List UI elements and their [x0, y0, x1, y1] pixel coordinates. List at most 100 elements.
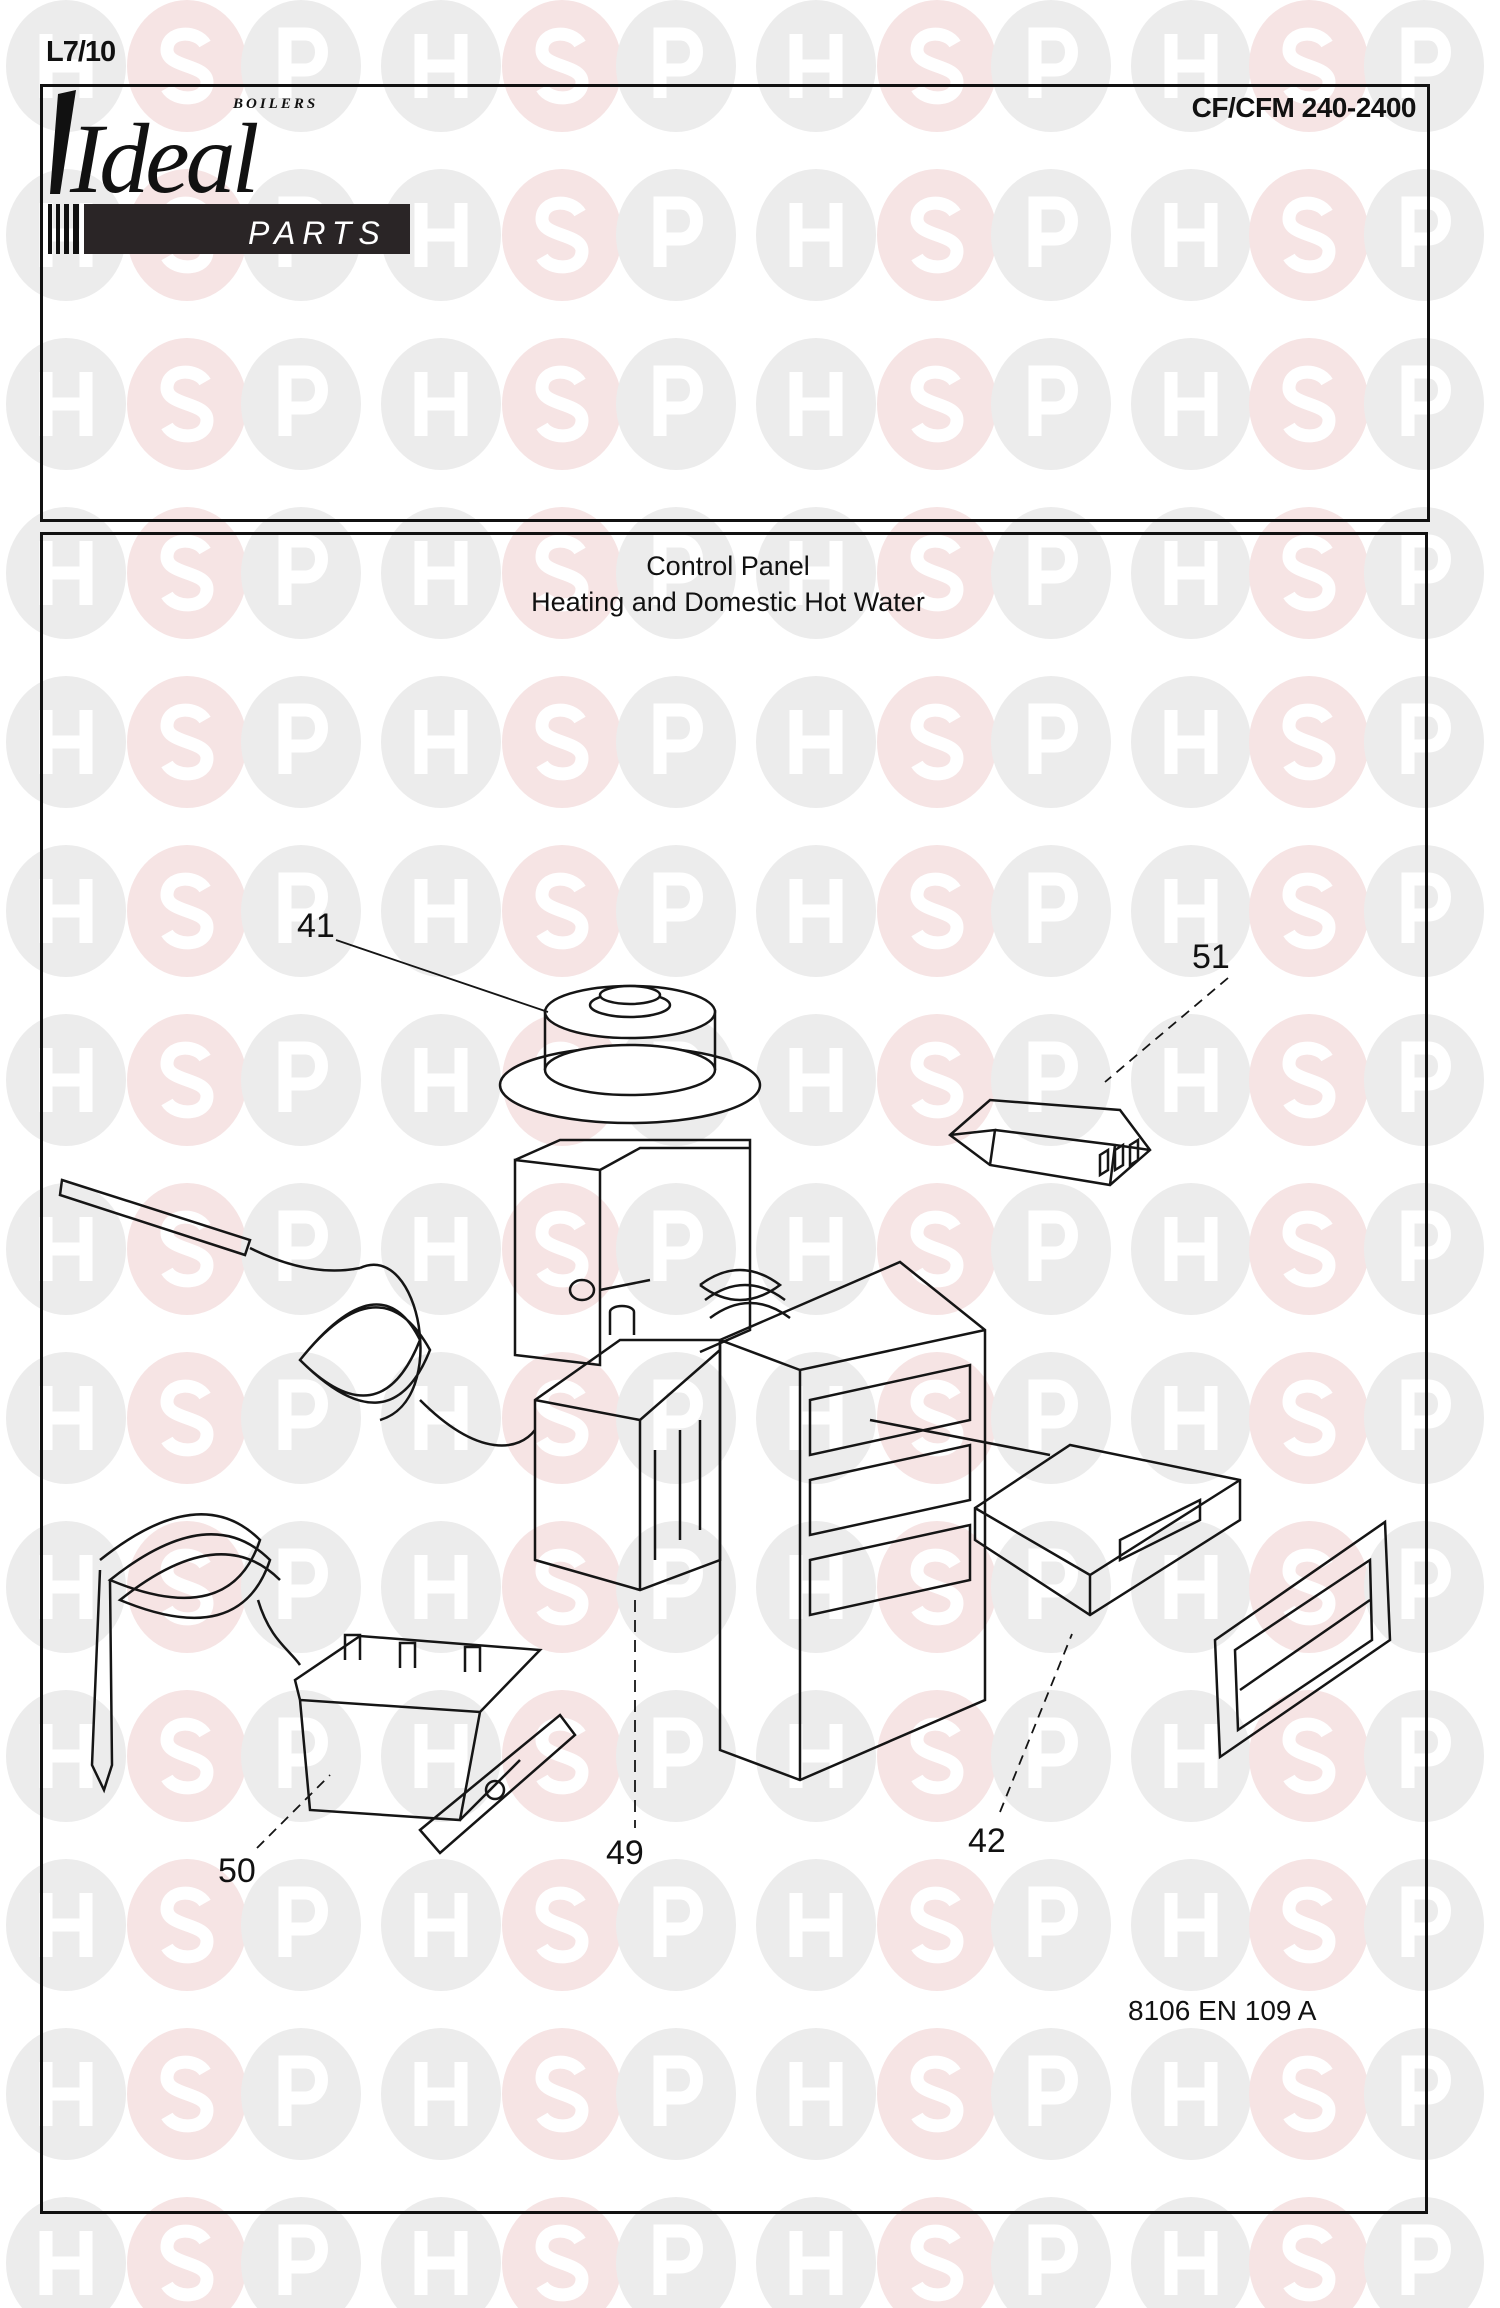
- watermark-letter-glyph: [1282, 872, 1336, 950]
- watermark-letter-glyph: [789, 1217, 843, 1281]
- watermark-letter-glyph: [39, 710, 93, 774]
- watermark-letter-glyph: [414, 2231, 468, 2295]
- watermark-letter-glyph: [1401, 872, 1451, 943]
- diagram-box: [40, 532, 1428, 2214]
- watermark-letter-glyph: [1282, 196, 1336, 274]
- part-50-thermostat: [90, 1513, 577, 1855]
- part-front-cabinet: [718, 1260, 1051, 1782]
- leader-lines: [256, 939, 1229, 1849]
- watermark-letter-glyph: [278, 365, 328, 436]
- watermark-letter-glyph: [653, 27, 703, 98]
- watermark-letter-glyph: [160, 534, 214, 612]
- watermark-letter-glyph: [653, 365, 703, 436]
- watermark-letter-glyph: [1028, 703, 1078, 774]
- watermark-letter-glyph: [278, 1548, 328, 1619]
- watermark-letter-glyph: [653, 703, 703, 774]
- watermark-letter-glyph: [789, 2062, 843, 2126]
- watermark-letter-glyph: [39, 541, 93, 605]
- drawing-number: 8106 EN 109 A: [1128, 1995, 1317, 2026]
- watermark-circle: [381, 2197, 501, 2308]
- watermark-letter-glyph: [39, 879, 93, 943]
- watermark-circle: [6, 2197, 126, 2308]
- watermark-letter-glyph: [789, 203, 843, 267]
- watermark-letter-glyph: [653, 534, 703, 605]
- sheet-reference: L7/10: [46, 36, 116, 68]
- watermark-letter-glyph: [789, 1386, 843, 1450]
- watermark-letter-glyph: [39, 34, 93, 98]
- model-range: CF/CFM 240-2400: [1191, 92, 1417, 123]
- part-49-control-box: [533, 1304, 722, 1592]
- watermark-letter-glyph: [1028, 1041, 1078, 1112]
- watermark-letter-glyph: [414, 1893, 468, 1957]
- watermark-letter-glyph: [39, 2062, 93, 2126]
- watermark-letter-glyph: [1164, 34, 1218, 98]
- watermark-letter-glyph: [160, 2224, 214, 2302]
- watermark-letter-glyph: [414, 879, 468, 943]
- watermark-letter-glyph: [160, 365, 214, 443]
- title-line-2: Heating and Domestic Hot Water: [531, 587, 925, 617]
- watermark-letter-glyph: [1282, 703, 1336, 781]
- watermark-letter-glyph: [1401, 1210, 1451, 1281]
- watermark-letter-glyph: [1164, 1217, 1218, 1281]
- watermark-letter-glyph: [1164, 1555, 1218, 1619]
- watermark-letter-glyph: [278, 2055, 328, 2126]
- watermark-letter-glyph: [414, 1048, 468, 1112]
- watermark-letter-glyph: [1028, 365, 1078, 436]
- callout-41: 41: [297, 907, 335, 945]
- watermark-letter-glyph: [535, 1548, 589, 1626]
- watermark-letter-glyph: [1282, 365, 1336, 443]
- watermark-letter-glyph: [160, 703, 214, 781]
- watermark-letter-glyph: [1164, 541, 1218, 605]
- watermark-letter-glyph: [39, 1048, 93, 1112]
- watermark-letter-glyph: [1282, 1210, 1336, 1288]
- watermark-letter-glyph: [1282, 1548, 1336, 1626]
- watermark-letter-glyph: [1028, 2224, 1078, 2295]
- watermark-letter-glyph: [39, 372, 93, 436]
- watermark-letter-glyph: [1028, 872, 1078, 943]
- watermark-letter-glyph: [910, 1041, 964, 1119]
- watermark-letter-glyph: [160, 27, 214, 105]
- watermark-letter-glyph: [789, 879, 843, 943]
- watermark-letter-glyph: [910, 1379, 964, 1457]
- watermark-letter-glyph: [535, 534, 589, 612]
- watermark-letter-glyph: [414, 710, 468, 774]
- watermark-letter-glyph: [910, 2055, 964, 2133]
- logo-tag: PARTS: [248, 215, 387, 251]
- watermark-letter-glyph: [1028, 534, 1078, 605]
- watermark-letter-glyph: [789, 1893, 843, 1957]
- part-51-relay: [948, 1098, 1152, 1187]
- watermark-letter-glyph: [910, 1886, 964, 1964]
- watermark-letter-glyph: [1282, 1886, 1336, 1964]
- watermark-letter-glyph: [910, 1717, 964, 1795]
- watermark-letter-glyph: [278, 872, 328, 943]
- part-capillary-probe-upper: [58, 1178, 536, 1447]
- watermark-letter-glyph: [910, 196, 964, 274]
- watermark-letter-glyph: [39, 1555, 93, 1619]
- watermark-letter-glyph: [653, 2055, 703, 2126]
- watermark-letter-glyph: [535, 872, 589, 950]
- watermark-circle: [877, 2197, 997, 2308]
- watermark-letter-glyph: [414, 1555, 468, 1619]
- callout-49: 49: [606, 1834, 644, 1872]
- watermark-letter-glyph: [278, 2224, 328, 2295]
- watermark-letter-glyph: [653, 1886, 703, 1957]
- diagram-title: Control Panel Heating and Domestic Hot W…: [0, 548, 1456, 620]
- watermark-letter-glyph: [1164, 1893, 1218, 1957]
- watermark-letter-glyph: [1401, 1548, 1451, 1619]
- watermark-letter-glyph: [653, 2224, 703, 2295]
- watermark-letter-glyph: [414, 1217, 468, 1281]
- watermark-letter-glyph: [535, 1210, 589, 1288]
- watermark-letter-glyph: [1282, 2224, 1336, 2302]
- watermark-letter-glyph: [414, 203, 468, 267]
- watermark-letter-glyph: [653, 872, 703, 943]
- watermark-letter-glyph: [910, 534, 964, 612]
- watermark-letter-glyph: [910, 365, 964, 443]
- watermark-letter-glyph: [1401, 703, 1451, 774]
- watermark-letter-glyph: [789, 2231, 843, 2295]
- watermark-letter-glyph: [653, 196, 703, 267]
- watermark-letter-glyph: [910, 872, 964, 950]
- watermark-circle: [616, 2197, 736, 2308]
- watermark-letter-glyph: [1028, 1717, 1078, 1788]
